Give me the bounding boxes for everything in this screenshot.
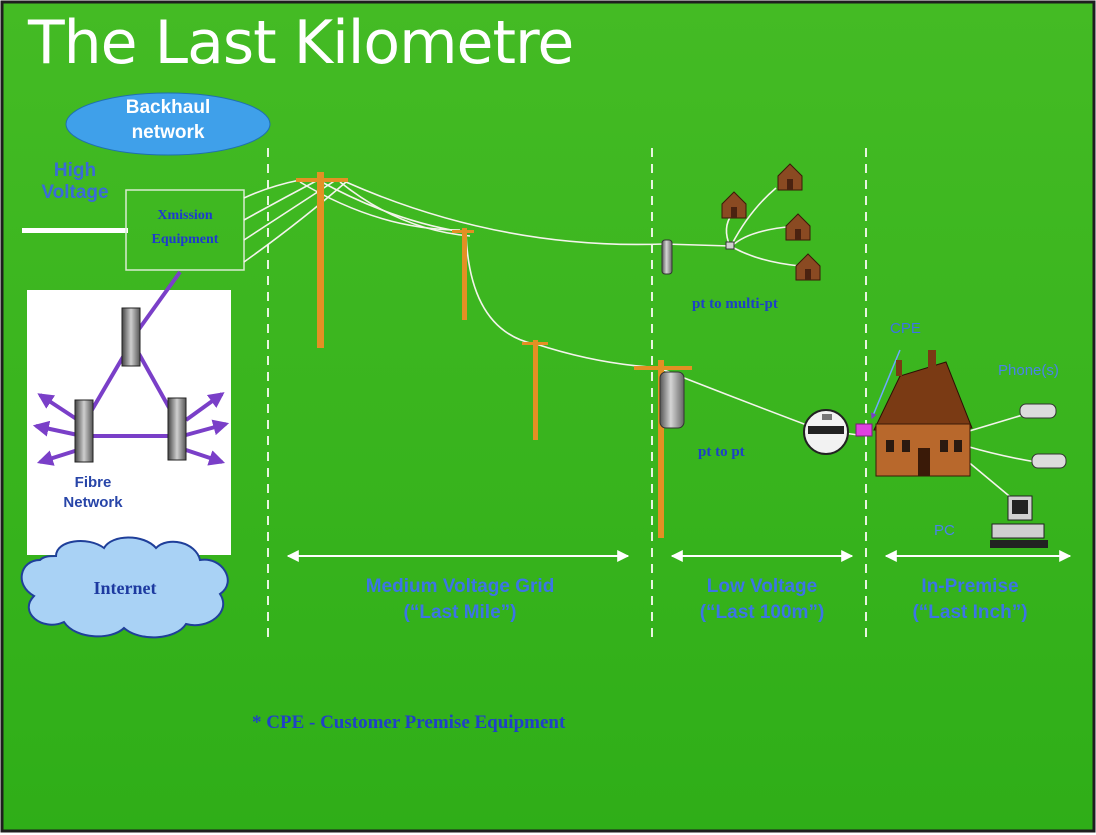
pc-icon bbox=[990, 495, 1048, 548]
section-low-voltage-line2: (“Last 100m”) bbox=[699, 602, 825, 623]
junction-box bbox=[725, 241, 735, 250]
section-in-premise-line2: (“Last Inch”) bbox=[912, 602, 1028, 623]
footnote: * CPE - Customer Premise Equipment bbox=[252, 712, 566, 733]
backhaul-label-line2: network bbox=[131, 122, 205, 143]
page-title: The Last Kilometre bbox=[28, 8, 574, 78]
house-icons-small bbox=[721, 163, 821, 281]
internet-label: Internet bbox=[93, 578, 157, 598]
point-to-point-label: pt to pt bbox=[698, 444, 745, 460]
section-low-voltage-line1: Low Voltage bbox=[706, 576, 818, 597]
transformer-large bbox=[659, 371, 685, 429]
pc-label: PC bbox=[934, 522, 955, 539]
xmission-box bbox=[125, 189, 245, 271]
phone-icons bbox=[1019, 403, 1067, 469]
section-medium-voltage-line2: (“Last Mile”) bbox=[403, 602, 517, 623]
section-medium-voltage-line1: Medium Voltage Grid bbox=[365, 576, 555, 597]
cpe-label: CPE bbox=[890, 320, 921, 337]
fibre-label-line1: Fibre bbox=[74, 474, 112, 491]
fibre-racks bbox=[74, 307, 187, 463]
cpe-box bbox=[855, 423, 873, 437]
transformer-small bbox=[661, 239, 673, 275]
internet-cloud bbox=[20, 536, 229, 639]
high-voltage-label-line2: Voltage bbox=[41, 182, 109, 203]
phones-label: Phone(s) bbox=[998, 362, 1059, 379]
section-dividers bbox=[267, 148, 867, 640]
fibre-label-line2: Network bbox=[63, 494, 123, 511]
backhaul-ellipse bbox=[65, 92, 271, 156]
meter-icon bbox=[803, 409, 849, 455]
high-voltage-label-line1: High bbox=[53, 160, 97, 181]
xmission-label-line2: Equipment bbox=[151, 232, 219, 247]
section-in-premise-line1: In-Premise bbox=[921, 576, 1019, 597]
backhaul-label-line1: Backhaul bbox=[125, 97, 211, 118]
premise-house-icon bbox=[873, 350, 973, 477]
high-voltage-line bbox=[22, 228, 128, 233]
xmission-label-line1: Xmission bbox=[157, 208, 213, 223]
multi-point-label: pt to multi-pt bbox=[692, 296, 778, 312]
fibre-links bbox=[32, 270, 230, 466]
